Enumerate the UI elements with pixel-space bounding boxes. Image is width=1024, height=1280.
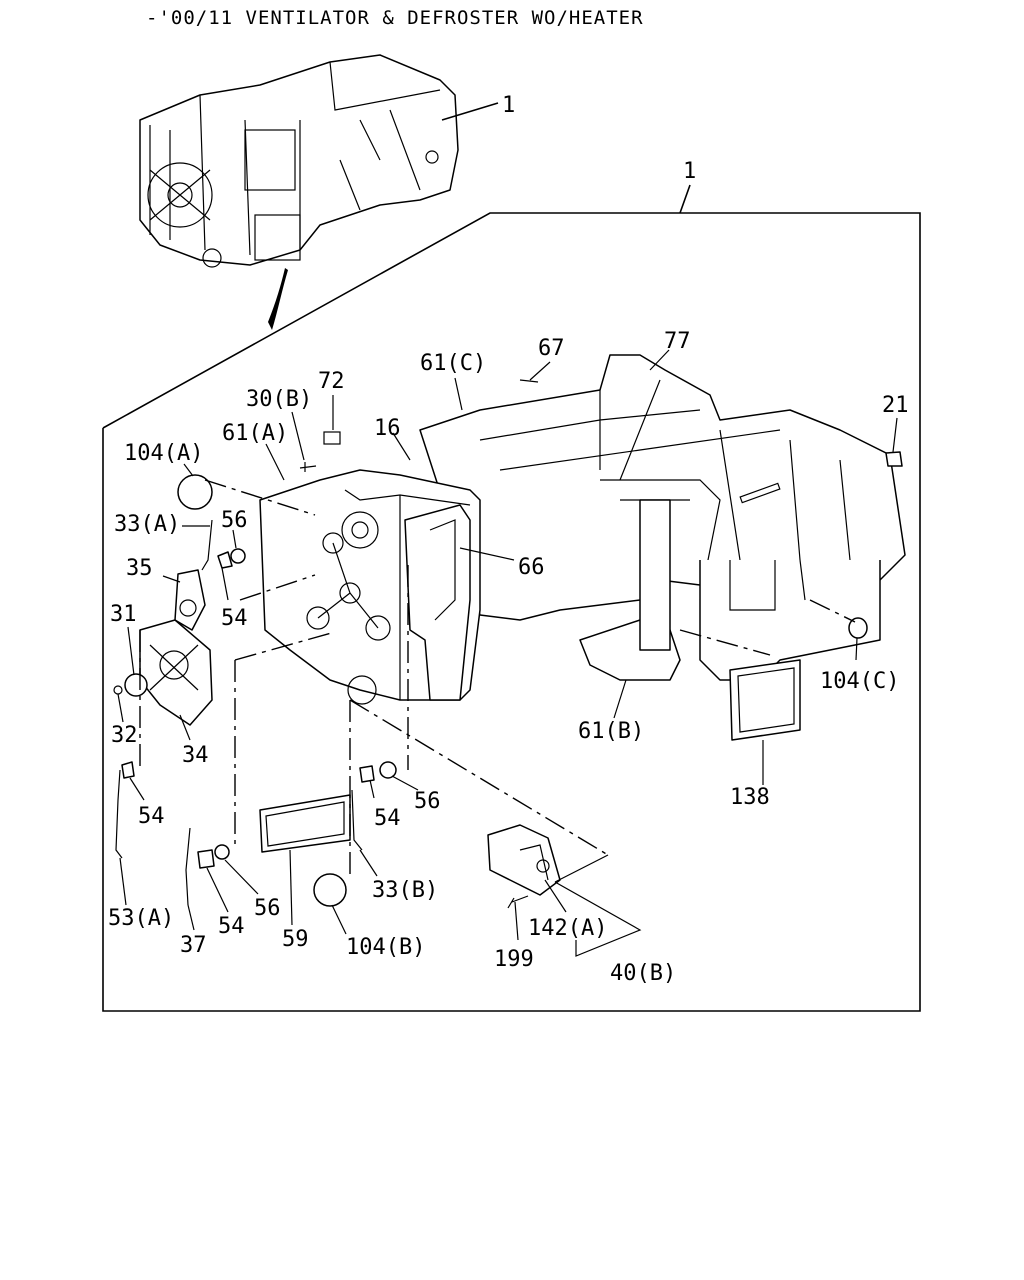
label-72: 72 <box>318 369 345 394</box>
label-16: 16 <box>374 416 401 441</box>
label-32: 32 <box>111 723 138 748</box>
leader-1-top <box>441 102 499 121</box>
label-56-lower: 56 <box>254 896 281 921</box>
label-67: 67 <box>538 336 565 361</box>
label-54-lower: 54 <box>218 914 245 939</box>
label-59: 59 <box>282 927 309 952</box>
label-30b: 30(B) <box>246 387 312 412</box>
label-56-upper: 56 <box>221 508 248 533</box>
leader-lines <box>117 349 898 957</box>
exploded-view-frame <box>102 212 921 1012</box>
label-21: 21 <box>882 393 909 418</box>
label-1-box: 1 <box>683 159 696 184</box>
loose-parts-illustration <box>113 379 903 909</box>
label-1-top: 1 <box>502 93 515 118</box>
label-104a: 104(A) <box>124 441 203 466</box>
leader-1-box <box>679 184 691 214</box>
label-37: 37 <box>180 933 207 958</box>
label-61b: 61(B) <box>578 719 644 744</box>
label-104b: 104(B) <box>346 935 425 960</box>
label-66: 66 <box>518 555 545 580</box>
label-138: 138 <box>730 785 770 810</box>
label-56-center: 56 <box>414 789 441 814</box>
diagram-title: -'00/11 VENTILATOR & DEFROSTER WO/HEATER <box>146 7 644 29</box>
label-54-center: 54 <box>374 806 401 831</box>
label-33a: 33(A) <box>114 512 180 537</box>
label-61c: 61(C) <box>420 351 486 376</box>
label-104c: 104(C) <box>820 669 899 694</box>
label-35: 35 <box>126 556 153 581</box>
label-61a: 61(A) <box>222 421 288 446</box>
assembly-centerlines <box>139 479 856 880</box>
assembled-unit-illustration <box>139 54 459 330</box>
label-33b: 33(B) <box>372 878 438 903</box>
label-142a: 142(A) <box>528 916 607 941</box>
main-housing-illustration <box>259 354 906 705</box>
label-34: 34 <box>182 743 209 768</box>
part-labels: 77 67 61(C) 72 30(B) 16 61(A) 104(A) 21 … <box>108 329 909 986</box>
label-53a: 53(A) <box>108 906 174 931</box>
label-77: 77 <box>664 329 691 354</box>
label-31: 31 <box>110 602 137 627</box>
label-54-upper: 54 <box>221 606 248 631</box>
label-54-left: 54 <box>138 804 165 829</box>
label-40b: 40(B) <box>610 961 676 986</box>
label-199: 199 <box>494 947 534 972</box>
